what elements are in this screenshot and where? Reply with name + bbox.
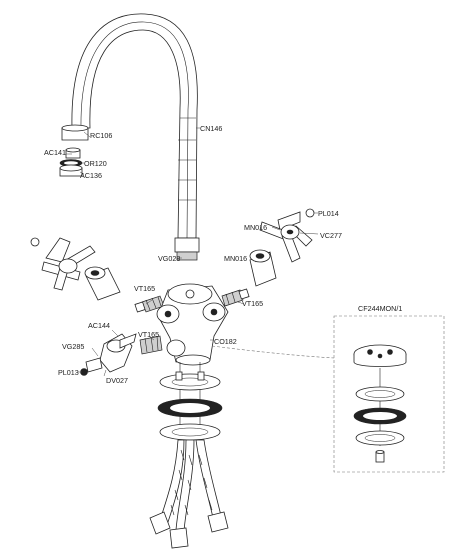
label-vg285: VG285 [62, 342, 84, 351]
label-vc277: VC277 [320, 231, 342, 240]
label-vt165-left: VT165 [134, 284, 155, 293]
label-mn016-mid: MN016 [224, 254, 247, 263]
label-cn146: CN146 [200, 124, 222, 133]
label-pl014: PL014 [318, 209, 339, 218]
label-vg028: VG028 [158, 254, 180, 263]
detail-leader-line [211, 345, 335, 359]
label-rc106: RC106 [90, 131, 112, 140]
left-handle-assembly [30, 237, 121, 301]
label-mn016-right: MN016 [244, 223, 267, 232]
label-dv027: DV027 [106, 376, 128, 385]
mounting-parts [157, 362, 223, 441]
diverter-handle-assembly [80, 333, 137, 376]
label-ac141: AC141 [44, 148, 66, 157]
label-ac144: AC144 [88, 321, 110, 330]
cartridges [134, 288, 250, 355]
flexible-hoses [149, 439, 229, 549]
tap-body [156, 283, 229, 366]
label-cf244mon: CF244MON/1 [358, 304, 402, 313]
label-or120: OR120 [84, 159, 107, 168]
label-pl013: PL013 [58, 368, 79, 377]
label-vt165-lower: VT165 [138, 330, 159, 339]
spout-part [71, 13, 200, 261]
detail-box-cf244 [333, 315, 445, 473]
label-ac136: AC136 [80, 171, 102, 180]
part-labels: RC106 CN146 AC141 OR120 AC136 PL014 MN01… [44, 124, 402, 385]
label-vt165-right: VT165 [242, 299, 263, 308]
leader-lines [66, 127, 319, 377]
aerator-parts [59, 124, 89, 177]
label-co182: CO182 [214, 337, 237, 346]
right-handle-assembly [249, 208, 315, 287]
